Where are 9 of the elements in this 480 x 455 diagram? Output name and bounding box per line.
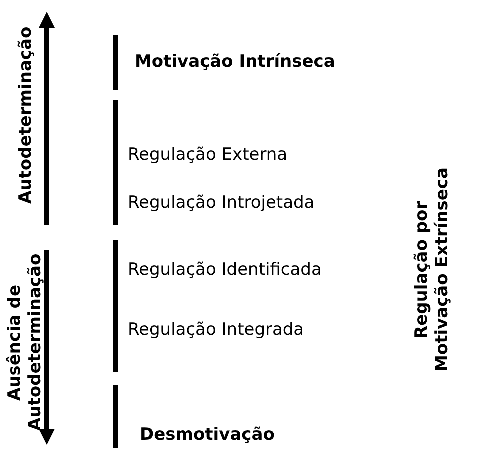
- axis-label: Ausência de Autodeterminação: [5, 252, 46, 434]
- level-label: Regulação Externa: [128, 145, 288, 166]
- axis-label: Regulação por Motivação Extrínseca: [412, 166, 453, 374]
- level-label: Desmotivação: [140, 425, 275, 446]
- level-label: Regulação Integrada: [128, 320, 304, 340]
- axis-label: Autodeterminação: [16, 25, 36, 206]
- level-label: Motivação Intrínseca: [135, 52, 336, 72]
- level-label: Regulação Identificada: [128, 260, 322, 280]
- level-label: Regulação Introjetada: [128, 193, 315, 214]
